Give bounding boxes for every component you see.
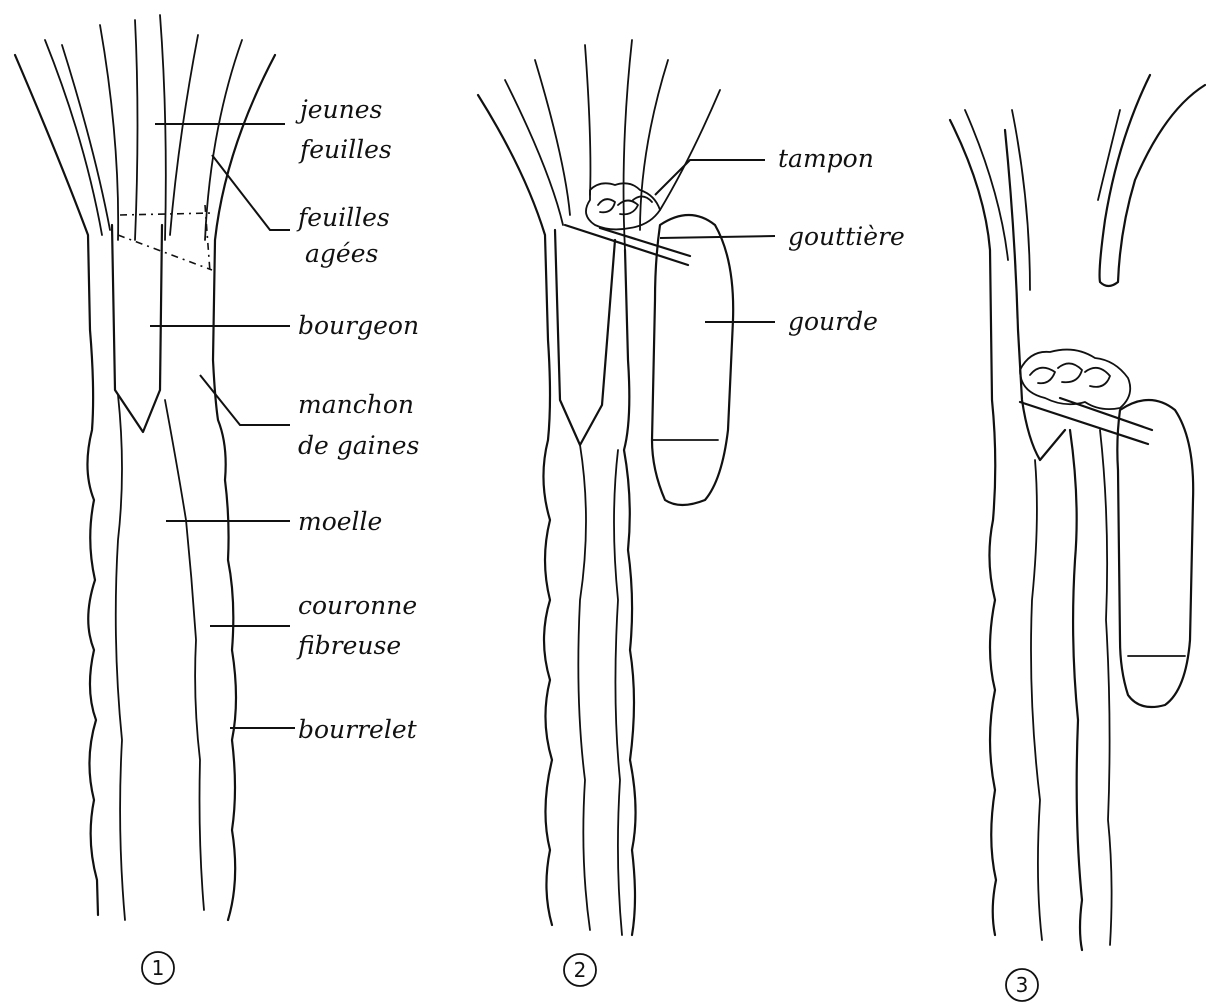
panel-numbers: 1 2 3	[142, 952, 1038, 1001]
panel-1-labels: jeunes feuilles feuilles agées bourgeon …	[295, 95, 419, 744]
panel-3-number: 3	[1016, 973, 1029, 997]
label-manchon: manchon	[298, 390, 414, 419]
label-de-gaines: de gaines	[298, 431, 419, 460]
label-feuilles-jeunes: feuilles	[298, 135, 392, 164]
panel-2-labels: tampon gouttière gourde	[778, 144, 905, 336]
panel-2-number: 2	[574, 958, 587, 982]
label-bourgeon: bourgeon	[298, 311, 419, 340]
panel-1-number: 1	[152, 956, 165, 980]
label-agees: agées	[305, 239, 378, 268]
label-jeunes: jeunes	[295, 95, 382, 124]
label-gourde: gourde	[788, 307, 878, 336]
label-moelle: moelle	[298, 507, 382, 536]
label-fibreuse: fibreuse	[296, 631, 401, 660]
panel-3-stem	[950, 75, 1205, 950]
panel-1-stem	[15, 15, 275, 920]
label-gouttiere: gouttière	[788, 222, 905, 251]
label-tampon: tampon	[778, 144, 874, 173]
label-couronne: couronne	[298, 591, 417, 620]
label-feuilles-agees: feuilles	[296, 203, 390, 232]
panel-2-stem	[478, 40, 733, 935]
panel-2-leaders	[655, 160, 775, 322]
label-bourrelet: bourrelet	[298, 715, 418, 744]
